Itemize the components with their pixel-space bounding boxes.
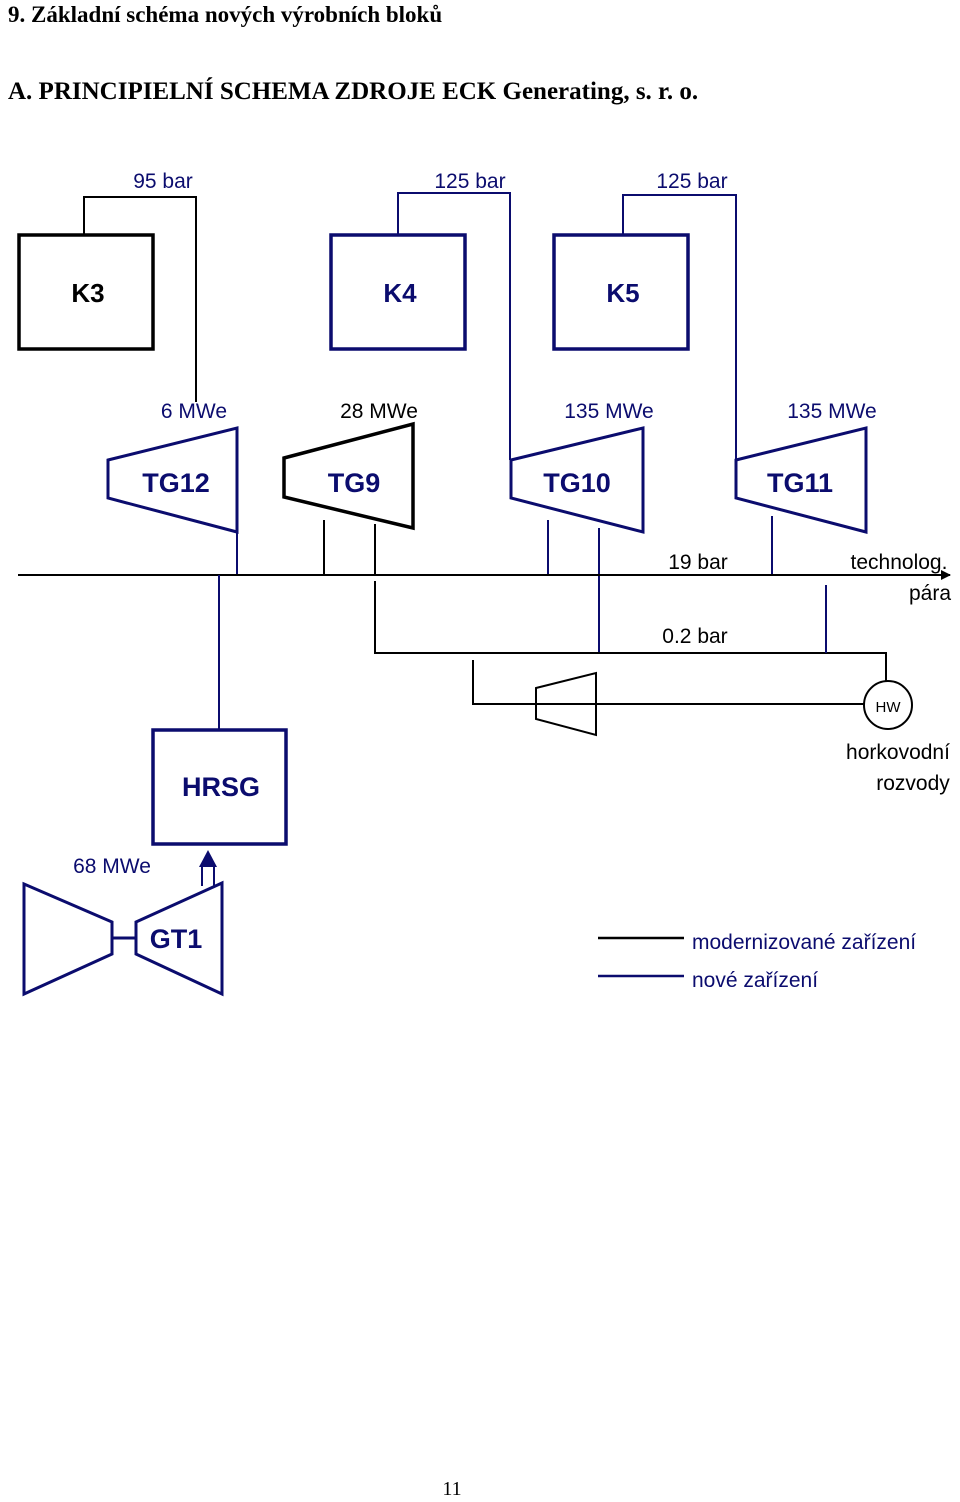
hot-water-label-line1: horkovodní <box>846 741 950 764</box>
boiler-k3-label: K3 <box>71 278 104 308</box>
k4-pressure-label: 125 bar <box>434 170 505 193</box>
tg9-condensate-pipe <box>374 581 887 688</box>
hot-water-label-line2: rozvody <box>876 772 950 795</box>
flue-gas-arrow <box>199 850 217 886</box>
k5-steam-line <box>622 194 737 460</box>
pressure-reducing-valve <box>535 671 597 737</box>
tg11-power-label: 135 MWe <box>787 400 877 423</box>
legend: modernizované zařízení nové zařízení <box>598 931 916 992</box>
legend-new-label: nové zařízení <box>692 969 818 992</box>
k3-steam-line <box>83 196 197 402</box>
page-number: 11 <box>442 1478 462 1500</box>
schema-subtitle: A. PRINCIPIELNÍ SCHEMA ZDROJE ECK Genera… <box>8 78 699 105</box>
k5-pressure-label: 125 bar <box>656 170 727 193</box>
tg12-power-label: 6 MWe <box>161 400 227 423</box>
gas-turbine-gt1: GT1 <box>22 880 224 997</box>
hrsg-label: HRSG <box>182 772 260 802</box>
gas-turbine-gt1-label: GT1 <box>150 924 203 954</box>
boiler-k3: K3 <box>17 233 155 351</box>
turbine-tg9: TG9 <box>282 421 415 531</box>
boiler-k5-label: K5 <box>606 278 639 308</box>
technological-steam-label-line2: pára <box>909 582 951 605</box>
turbine-tg11: TG11 <box>734 426 868 534</box>
tg10-power-label: 135 MWe <box>564 400 654 423</box>
k3-pressure-label: 95 bar <box>133 170 193 193</box>
tg9-power-label: 28 MWe <box>340 400 418 423</box>
gt1-power-label: 68 MWe <box>73 855 151 878</box>
condenser-pressure-label: 0.2 bar <box>662 625 727 648</box>
pressure-reducing-line <box>472 660 866 705</box>
turbine-tg11-label: TG11 <box>767 468 833 498</box>
k4-steam-line <box>397 192 511 460</box>
hrsg-box: HRSG <box>151 728 288 846</box>
section-heading: 9. Základní schéma nových výrobních blok… <box>8 2 443 27</box>
hot-water-symbol-label: HW <box>876 699 902 716</box>
boiler-k4: K4 <box>329 233 467 351</box>
turbine-tg12-label: TG12 <box>142 468 210 498</box>
turbine-tg10: TG10 <box>509 426 645 534</box>
hot-water-exchanger: HW <box>863 680 913 730</box>
technological-steam-label-line1: technolog. <box>851 551 948 574</box>
turbine-tg10-label: TG10 <box>543 468 611 498</box>
boiler-k5: K5 <box>552 233 690 351</box>
legend-modernized-label: modernizované zařízení <box>692 931 916 954</box>
turbine-tg9-label: TG9 <box>328 468 381 498</box>
steam-header-pressure-label: 19 bar <box>668 551 728 574</box>
boiler-k4-label: K4 <box>383 278 417 308</box>
turbine-tg12: TG12 <box>106 426 239 534</box>
